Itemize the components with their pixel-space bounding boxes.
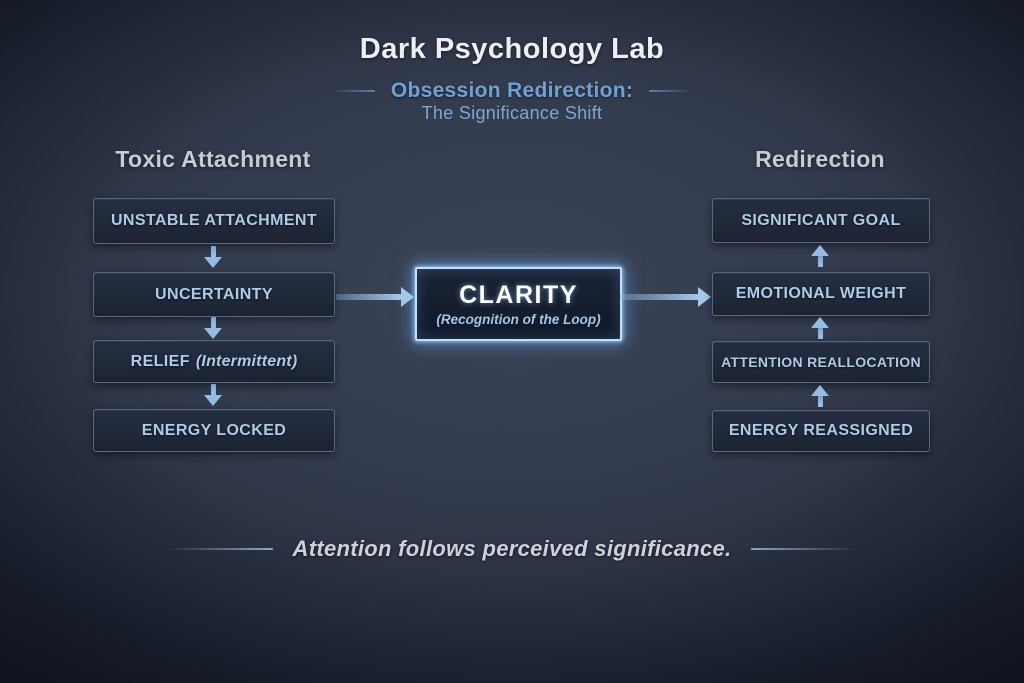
node-energy-reassigned: ENERGY REASSIGNED [712,410,930,452]
arrow-stem [210,317,216,328]
node-energy-locked: ENERGY LOCKED [93,409,335,452]
node-emotional-weight: EMOTIONAL WEIGHT [712,272,930,316]
arrow-up-icon [811,245,829,267]
node-label: UNSTABLE ATTACHMENT [110,212,318,229]
arrow-right-icon [336,287,414,307]
page-title: Dark Psychology Lab [359,33,665,65]
arrow-head [401,287,414,307]
node-label: RELIEF [130,352,190,370]
node-significant-goal: SIGNIFICANT GOAL [712,198,930,243]
divider-dash-left [332,90,375,92]
footer-tagline: Attention follows perceived significance… [292,536,732,561]
node-label-note: (Intermittent) [195,352,298,370]
arrow-stem [817,328,823,339]
node-relief-intermittent: RELIEF (Intermittent) [93,340,335,383]
arrow-head [698,287,711,307]
divider-dash-right [649,90,692,92]
node-label: ENERGY LOCKED [141,421,287,439]
clarity-subtitle: (Recognition of the Loop) [436,312,601,327]
divider-dash-left [167,548,273,550]
arrow-head [204,257,222,268]
node-label: UNCERTAINTY [155,285,273,303]
arrow-stem [817,396,823,407]
arrow-stem [817,256,823,267]
arrow-stem [336,294,401,300]
arrow-down-icon [204,384,222,406]
node-uncertainty: UNCERTAINTY [93,272,335,317]
clarity-title: CLARITY [459,281,578,309]
arrow-head [204,395,222,406]
page-subtitle: Obsession Redirection: [390,79,634,102]
arrow-head [811,385,829,396]
arrow-stem [210,246,216,257]
subtitle-row: Obsession Redirection: [0,79,1024,103]
left-column-header: Toxic Attachment [115,146,311,172]
node-unstable-attachment: UNSTABLE ATTACHMENT [93,198,335,244]
arrow-head [811,317,829,328]
arrow-up-icon [811,385,829,407]
arrow-head [204,328,222,339]
arrow-down-icon [204,246,222,268]
right-column-header: Redirection [755,146,885,172]
node-clarity: CLARITY (Recognition of the Loop) [415,267,622,341]
node-attention-reallocation: ATTENTION REALLOCATION [712,341,930,383]
node-label: EMOTIONAL WEIGHT [735,285,907,302]
node-label: SIGNIFICANT GOAL [741,211,901,229]
arrow-right-icon [620,287,711,307]
page-subtitle-secondary: The Significance Shift [421,103,603,123]
arrow-up-icon [811,317,829,339]
arrow-stem [210,384,216,395]
arrow-stem [620,294,698,300]
footer-tagline-row: Attention follows perceived significance… [0,536,1024,562]
node-label: ENERGY REASSIGNED [728,422,914,439]
arrow-head [811,245,829,256]
node-label: ATTENTION REALLOCATION [721,354,921,370]
divider-dash-right [751,548,857,550]
arrow-down-icon [204,317,222,339]
